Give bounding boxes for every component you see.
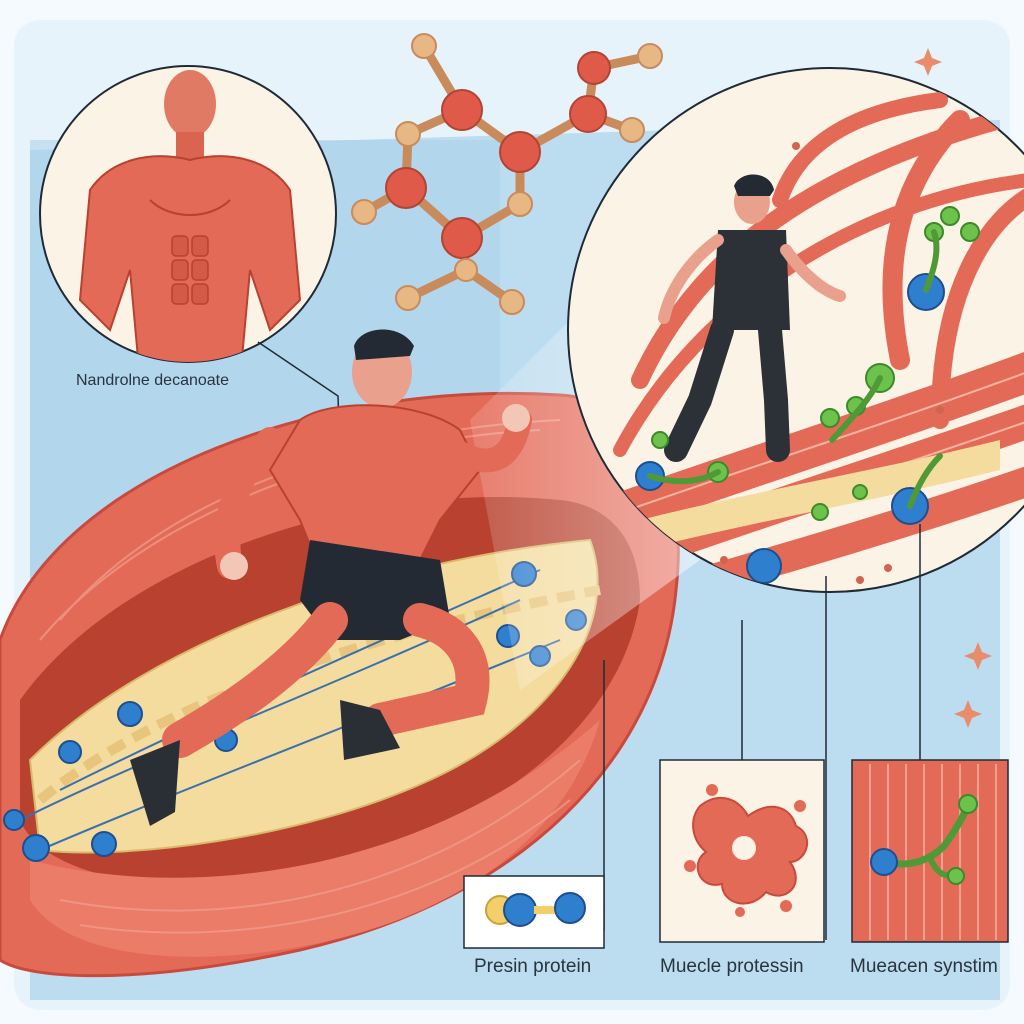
protein-panel bbox=[463, 875, 605, 949]
synthesis-panel bbox=[851, 759, 1009, 943]
nandrolone-label: Nandrolne decanoate bbox=[76, 372, 230, 389]
protein-label: Presin protein bbox=[474, 956, 592, 977]
molecule-small-atoms bbox=[351, 33, 663, 315]
molecule-atoms bbox=[385, 51, 611, 259]
running-man-icon bbox=[130, 329, 532, 826]
torso-muscle-icon bbox=[39, 65, 337, 363]
walking-man-icon bbox=[658, 174, 846, 462]
synthesis-label: Mueacen synstim bbox=[850, 956, 998, 977]
muscle-protein-panel bbox=[659, 759, 825, 943]
muscle-protein-label: Muecle protessin bbox=[660, 956, 804, 977]
